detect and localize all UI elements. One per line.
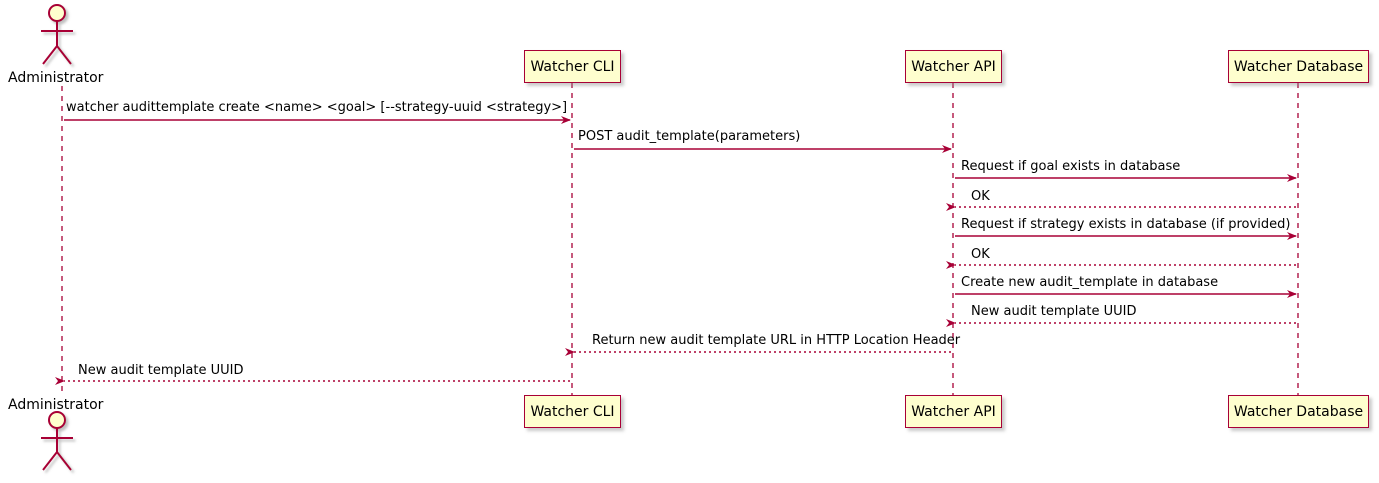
lifelines-group — [61, 83, 1299, 395]
actor-administrator-top — [41, 4, 73, 65]
participant-box-database-top[interactable]: Watcher Database — [1228, 50, 1369, 83]
participant-label: Watcher CLI — [530, 58, 615, 75]
message-label-9: Return new audit template URL in HTTP Lo… — [592, 333, 961, 348]
participant-box-database-bottom[interactable]: Watcher Database — [1228, 395, 1369, 428]
message-label-8: New audit template UUID — [971, 304, 1137, 319]
message-label-2: POST audit_template(parameters) — [578, 129, 801, 144]
message-label-7: Create new audit_template in database — [961, 275, 1219, 290]
message-label-5: Request if strategy exists in database (… — [961, 217, 1291, 232]
message-label-1: watcher audittemplate create <name> <goa… — [66, 100, 568, 115]
actor-label-administrator-bottom: Administrator — [8, 397, 104, 413]
participant-box-cli-bottom[interactable]: Watcher CLI — [524, 395, 621, 428]
messages-group — [55, 116, 1297, 385]
participant-label: Watcher API — [911, 58, 996, 75]
participant-label: Watcher Database — [1233, 58, 1364, 75]
participant-label: Watcher CLI — [530, 403, 615, 420]
actor-administrator-bottom — [41, 411, 73, 471]
participant-label: Watcher Database — [1233, 403, 1364, 420]
actor-label-administrator-top: Administrator — [8, 70, 104, 86]
message-label-6: OK — [971, 247, 990, 262]
participant-box-cli-top[interactable]: Watcher CLI — [524, 50, 621, 83]
message-label-10: New audit template UUID — [78, 363, 244, 378]
message-label-3: Request if goal exists in database — [961, 159, 1181, 174]
participant-box-api-top[interactable]: Watcher API — [905, 50, 1002, 83]
message-label-4: OK — [971, 189, 990, 204]
participant-label: Watcher API — [911, 403, 996, 420]
participant-box-api-bottom[interactable]: Watcher API — [905, 395, 1002, 428]
